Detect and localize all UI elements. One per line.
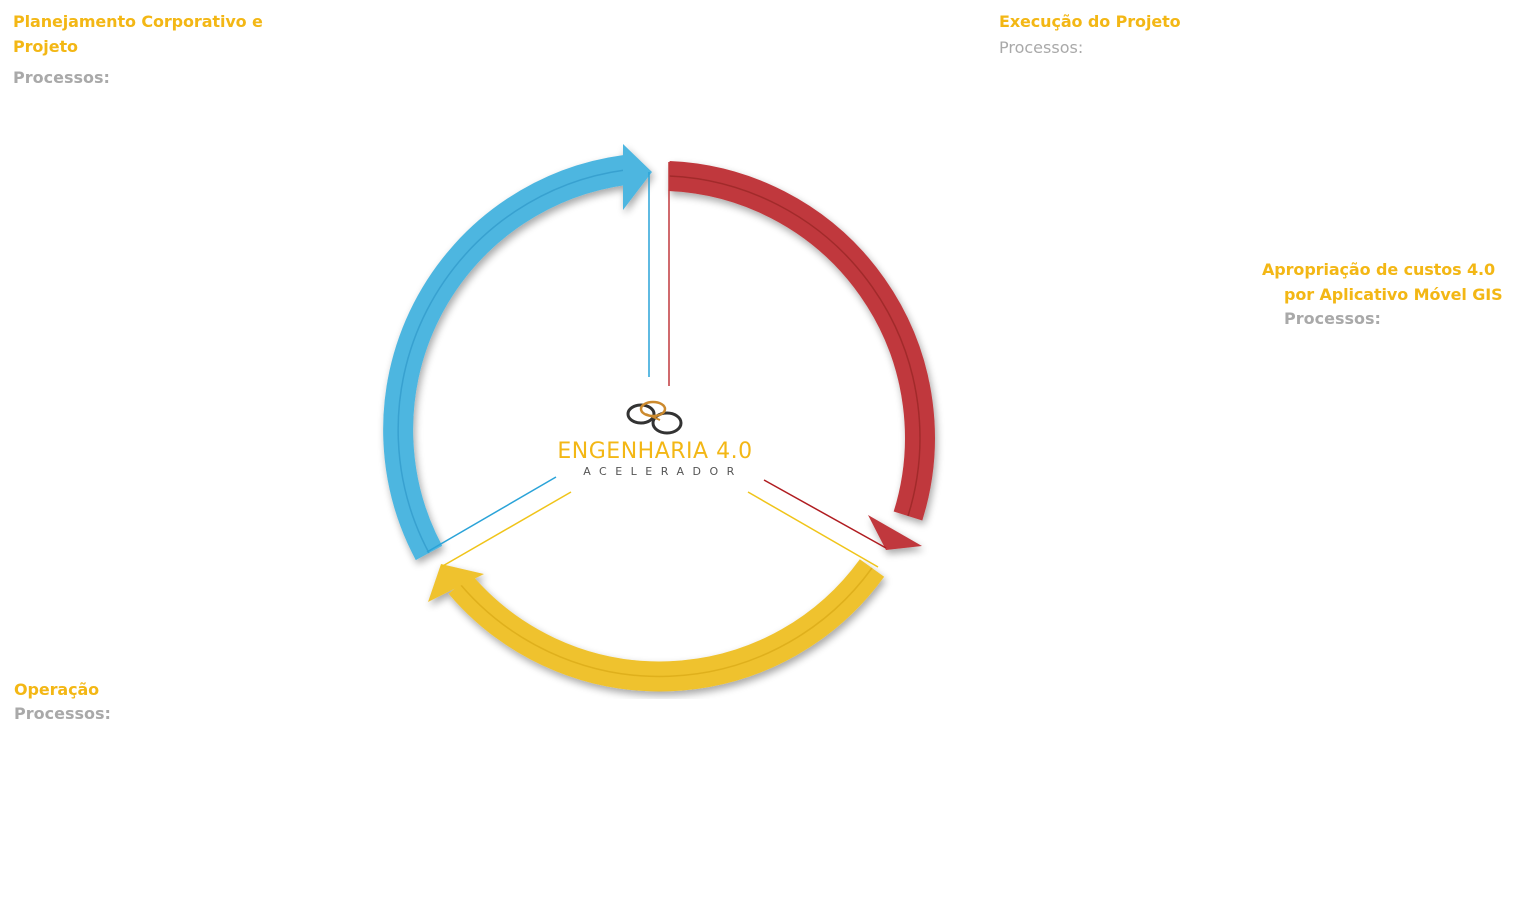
yellow-connector-right	[747, 491, 879, 568]
planning-title-line2: Projeto	[13, 37, 78, 56]
planning-processes-label: Processos:	[13, 68, 110, 87]
yellow-arrow	[428, 559, 885, 692]
execution-processes-label: Processos:	[999, 38, 1084, 57]
center-subtitle: ACELERADOR	[583, 465, 743, 478]
yellow-connector-left	[440, 491, 572, 568]
appropriation-processes-label: Processos:	[1284, 309, 1381, 328]
appropriation-title-line1: Apropriação de custos 4.0	[1262, 260, 1496, 279]
execution-heading: Execução do Projeto	[999, 12, 1181, 31]
planning-title-line1: Planejamento Corporativo e	[13, 12, 263, 31]
appropriation-heading: Apropriação de custos 4.0 por Aplicativo…	[1262, 257, 1512, 307]
red-arrow	[668, 161, 935, 550]
center-title: ENGENHARIA 4.0	[557, 439, 753, 464]
planning-heading: Planejamento Corporativo e Projeto	[13, 9, 293, 59]
blue-arrow	[383, 144, 652, 561]
red-connector-diagonal	[763, 479, 887, 549]
linked-rings-logo-icon	[626, 400, 683, 435]
appropriation-title-line2: por Aplicativo Móvel GIS	[1284, 285, 1503, 304]
blue-connector-diagonal	[426, 476, 557, 553]
operation-processes-label: Processos:	[14, 704, 111, 723]
operation-heading: Operação	[14, 680, 100, 699]
